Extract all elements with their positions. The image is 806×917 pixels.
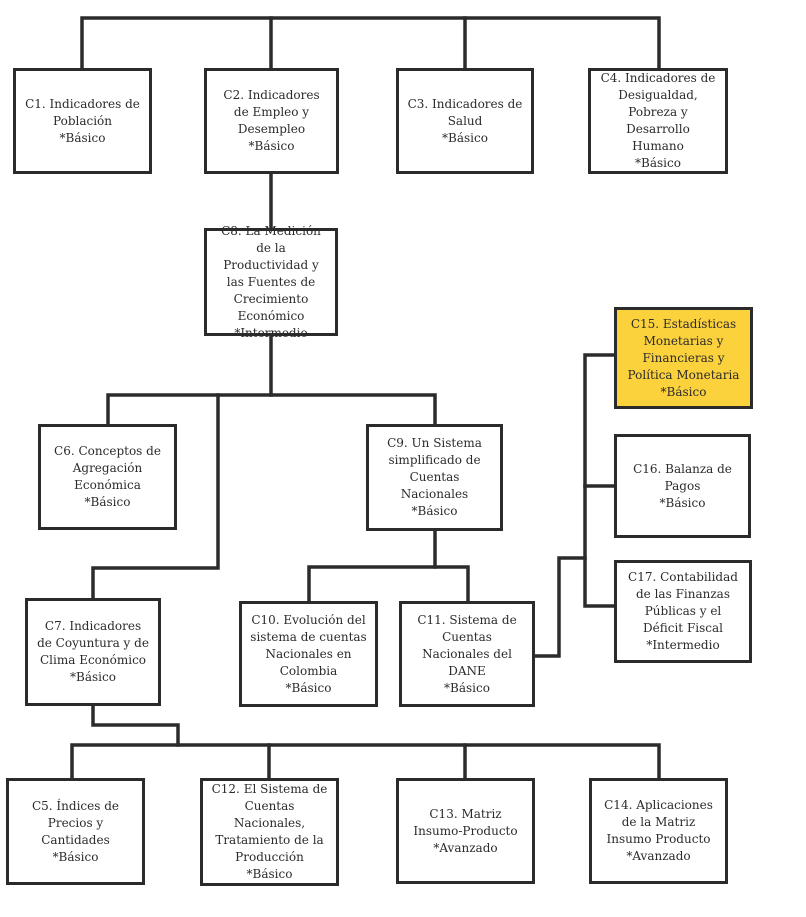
course-title: C10. Evolución del sistema de cuentas Na… (250, 612, 367, 678)
course-level: *Avanzado (626, 849, 691, 863)
course-title: C9. Un Sistema simplificado de Cuentas N… (387, 436, 482, 501)
course-box-c8: C8. La Medición de la Productividad y la… (204, 224, 338, 340)
connector-right-bus (583, 353, 616, 608)
course-title: C11. Sistema de Cuentas Nacionales del D… (417, 612, 517, 678)
course-level: *Básico (52, 849, 99, 864)
course-box-c1: C1. Indicadores de Población *Básico (13, 68, 152, 174)
course-box-c15: C15. Estadísticas Monetarias y Financier… (614, 307, 753, 409)
course-level: *Básico (248, 139, 295, 153)
course-level: *Intermedio (646, 638, 720, 652)
course-title: C3. Indicadores de Salud (407, 96, 523, 128)
connector-c11-right (533, 556, 587, 658)
course-box-c11: C11. Sistema de Cuentas Nacionales del D… (399, 601, 535, 707)
course-level: *Intermedio (234, 325, 308, 340)
course-title: C16. Balanza de Pagos (633, 461, 732, 493)
course-box-c4: C4. Indicadores de Desigualdad, Pobreza … (588, 68, 728, 174)
course-title: C17. Contabilidad de las Finanzas Públic… (628, 570, 738, 635)
course-level: *Básico (70, 670, 116, 684)
course-level: *Básico (246, 867, 293, 881)
course-box-c3: C3. Indicadores de Salud *Básico (396, 68, 534, 174)
course-title: C1. Indicadores de Población (25, 96, 140, 128)
course-title: C6. Conceptos de Agregación Económica (54, 444, 161, 492)
course-box-c9: C9. Un Sistema simplificado de Cuentas N… (366, 424, 503, 531)
course-level: *Básico (285, 680, 332, 695)
course-box-c10: C10. Evolución del sistema de cuentas Na… (239, 601, 378, 707)
course-box-c7: C7. Indicadores de Coyuntura y de Clima … (25, 598, 161, 706)
course-level: *Básico (635, 156, 681, 170)
course-title: C4. Indicadores de Desigualdad, Pobreza … (600, 71, 716, 153)
connector-to-c6 (106, 393, 437, 426)
course-title: C7. Indicadores de Coyuntura y de Clima … (37, 619, 149, 667)
course-level: *Básico (411, 504, 458, 518)
course-level: *Básico (444, 680, 490, 695)
course-title: C14. Aplicaciones de la Matriz Insumo Pr… (604, 798, 713, 846)
course-box-c14: C14. Aplicaciones de la Matriz Insumo Pr… (589, 778, 728, 884)
course-title: C12. El Sistema de Cuentas Nacionales, T… (211, 782, 328, 864)
course-level: *Básico (659, 495, 706, 510)
connector-to-c7 (91, 393, 220, 600)
course-box-c17: C17. Contabilidad de las Finanzas Públic… (614, 560, 752, 663)
connector-top-bus (80, 16, 661, 70)
course-box-c13: C13. Matriz Insumo-Producto *Avanzado (396, 778, 535, 884)
course-title: C15. Estadísticas Monetarias y Financier… (627, 316, 740, 382)
course-box-c16: C16. Balanza de Pagos *Básico (614, 434, 751, 538)
course-box-c2: C2. Indicadores de Empleo y Desempleo *B… (204, 68, 339, 174)
course-level: *Básico (59, 130, 106, 145)
course-title: C13. Matriz Insumo-Producto (413, 806, 518, 838)
course-level: *Básico (660, 384, 707, 399)
connector-bottom-bus (70, 743, 661, 780)
course-title: C2. Indicadores de Empleo y Desempleo (223, 88, 320, 136)
course-title: C8. La Medición de la Productividad y la… (221, 223, 321, 323)
course-box-c12: C12. El Sistema de Cuentas Nacionales, T… (200, 778, 339, 886)
connector-to-c10-c11 (307, 565, 470, 603)
course-box-c5: C5. Índices de Precios y Cantidades *Bás… (6, 778, 145, 885)
course-box-c6: C6. Conceptos de Agregación Económica *B… (38, 424, 177, 530)
course-level: *Avanzado (433, 840, 498, 855)
course-level: *Básico (442, 130, 488, 145)
connector-c7-down (91, 704, 180, 747)
course-level: *Básico (84, 495, 131, 509)
course-title: C5. Índices de Precios y Cantidades (31, 798, 119, 847)
